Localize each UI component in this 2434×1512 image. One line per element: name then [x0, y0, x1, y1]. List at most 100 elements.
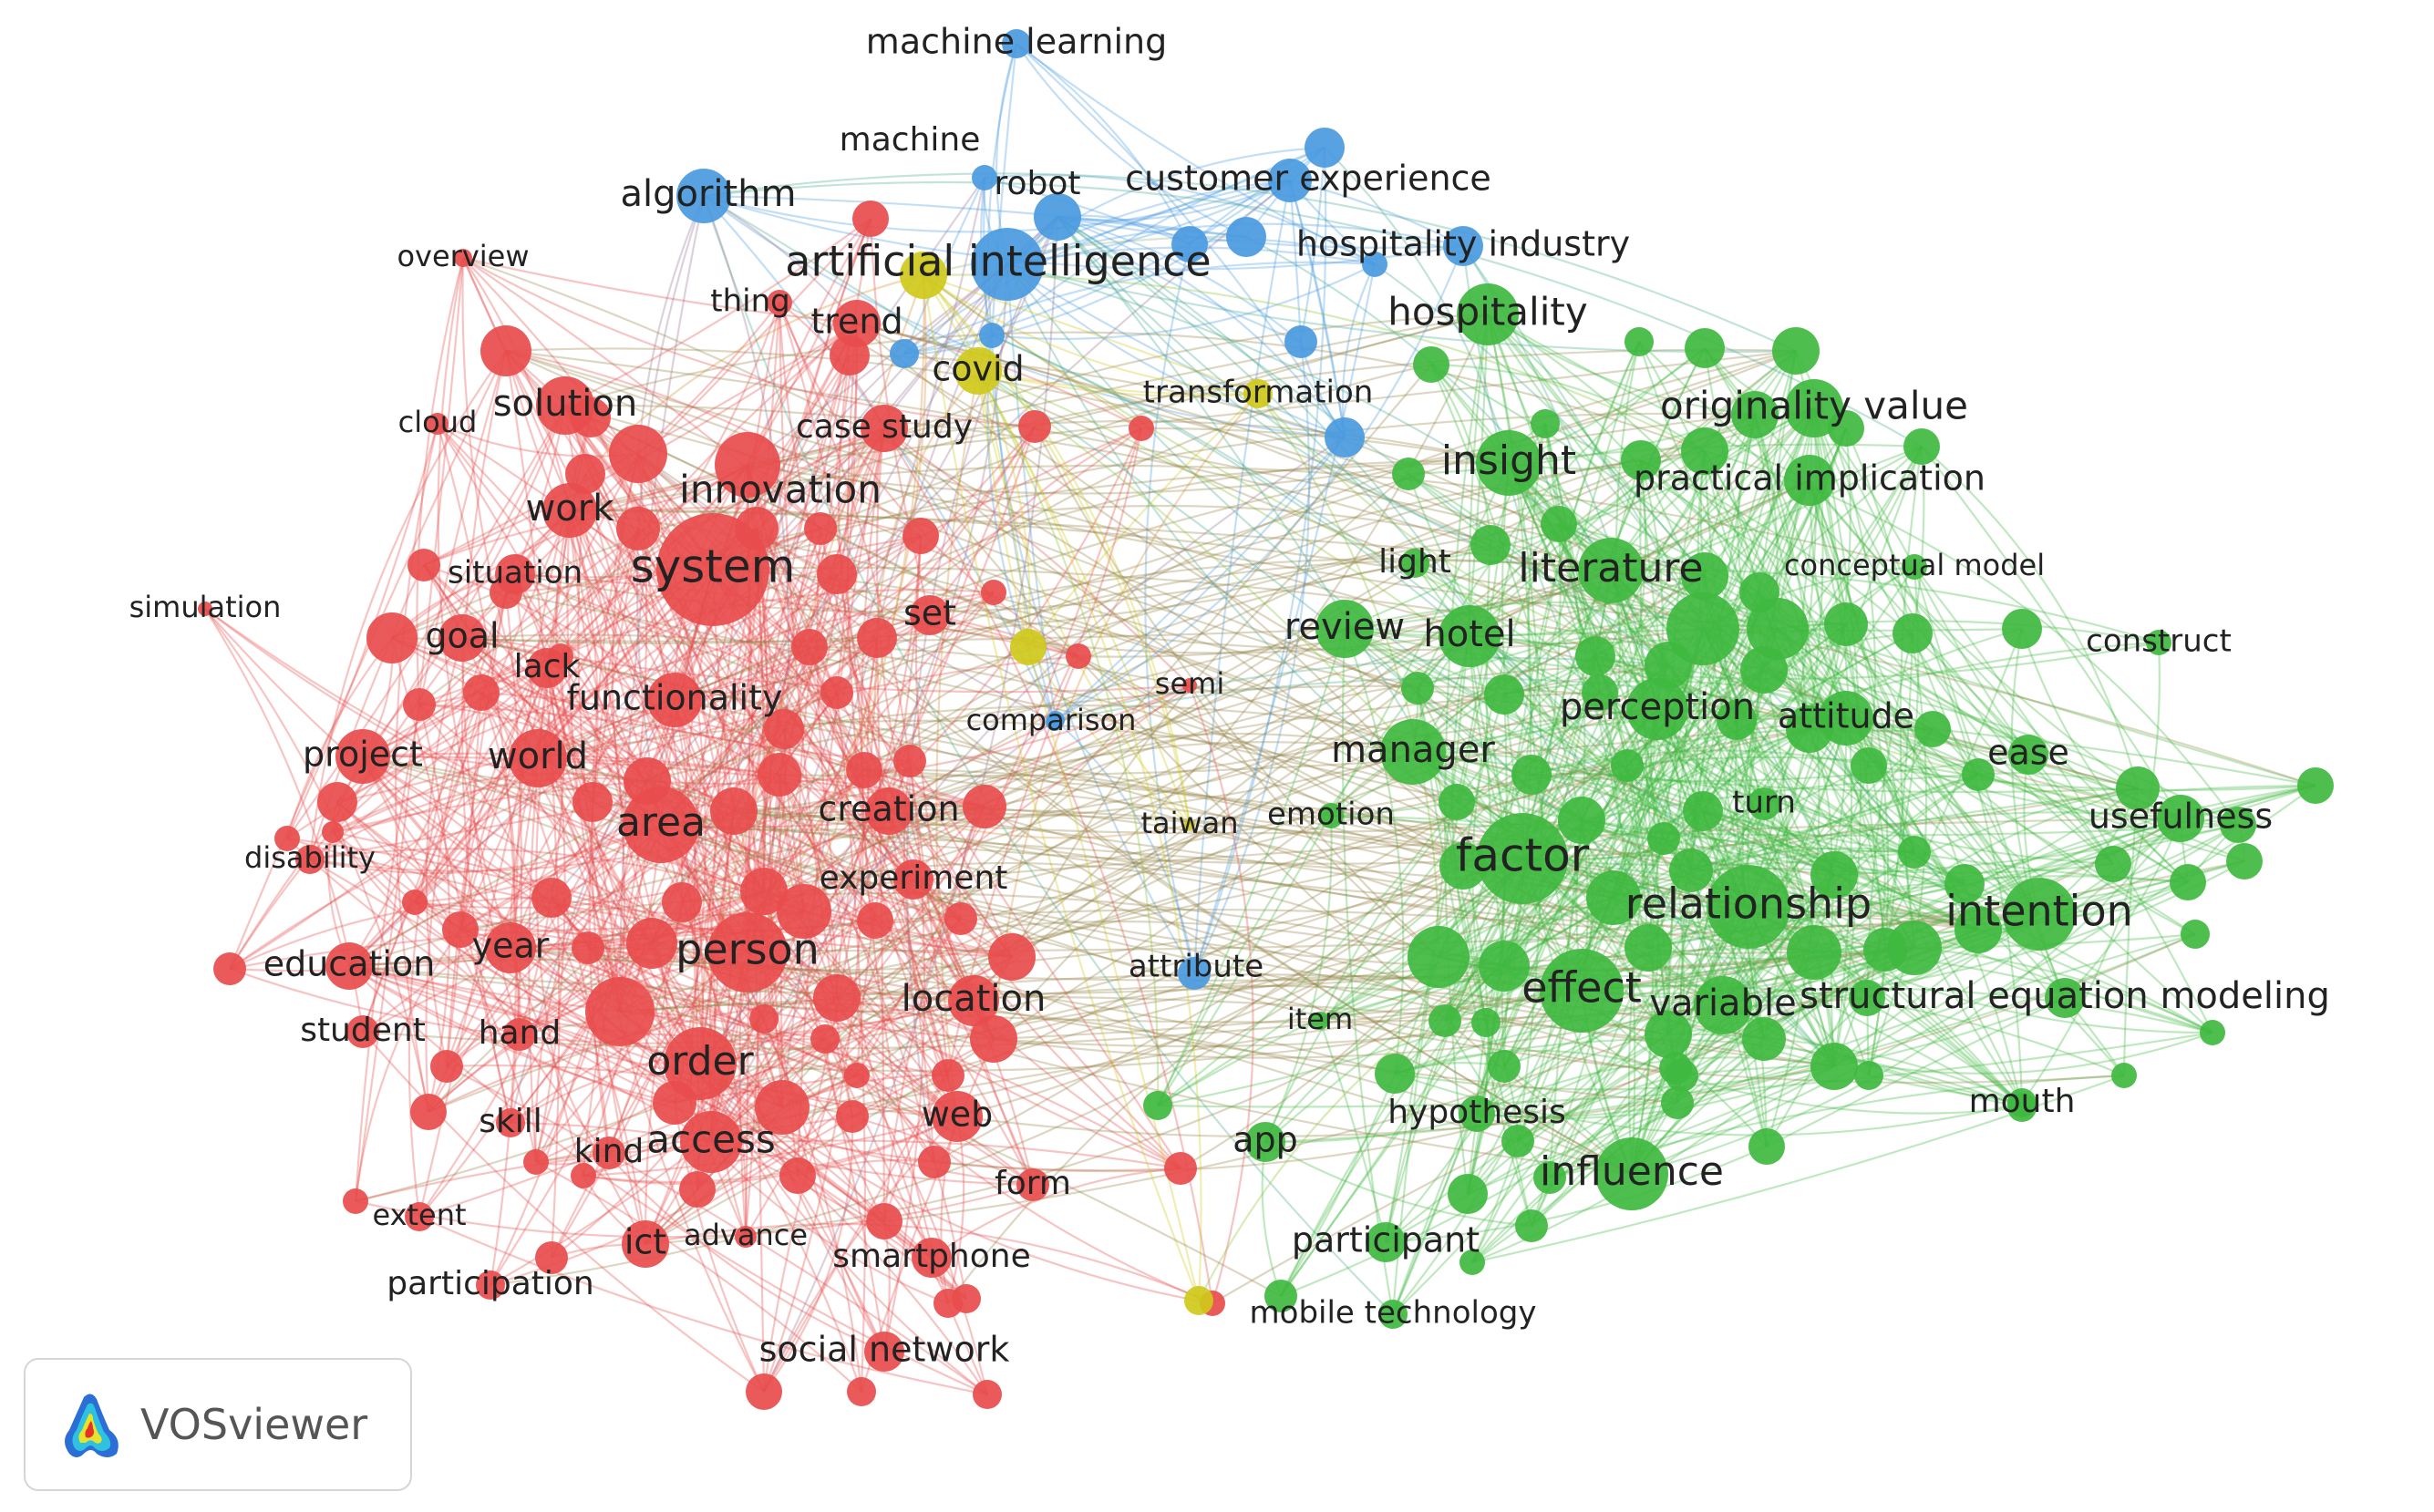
node-taiwan[interactable] — [1184, 819, 1195, 830]
node-semi[interactable] — [1182, 678, 1197, 693]
label-perception[interactable]: perception — [1560, 686, 1755, 728]
node-red-unlabeled[interactable] — [963, 785, 1006, 828]
node-green-unlabeled[interactable] — [2181, 920, 2210, 949]
node-green-unlabeled[interactable] — [1375, 1054, 1415, 1094]
node-red-unlabeled[interactable] — [653, 1081, 696, 1125]
node-red-unlabeled[interactable] — [535, 1241, 568, 1274]
node-blue-unlabeled[interactable] — [890, 339, 919, 368]
node-red-unlabeled[interactable] — [755, 1080, 810, 1135]
node-green-unlabeled[interactable] — [1647, 822, 1680, 855]
node-green-unlabeled[interactable] — [2200, 1020, 2225, 1045]
label-solution[interactable]: solution — [493, 383, 637, 425]
node-red-unlabeled[interactable] — [740, 868, 788, 915]
node-yellow-unlabeled[interactable] — [1010, 629, 1047, 665]
node-effect[interactable] — [1540, 949, 1624, 1033]
node-ease[interactable] — [2008, 735, 2048, 775]
node-green-unlabeled[interactable] — [1621, 440, 1661, 480]
node-green-unlabeled[interactable] — [1898, 836, 1931, 869]
node-green-unlabeled[interactable] — [2111, 1063, 2137, 1088]
node-access[interactable] — [680, 1111, 742, 1173]
label-order[interactable]: order — [646, 1038, 754, 1085]
node-functionality[interactable] — [647, 673, 702, 727]
label-simulation[interactable]: simulation — [129, 590, 282, 624]
node-emotion[interactable] — [1318, 803, 1344, 828]
node-green-unlabeled[interactable] — [1624, 924, 1672, 972]
node-blue-unlabeled[interactable] — [1171, 226, 1208, 262]
node-red-unlabeled[interactable] — [490, 576, 522, 609]
label-covid[interactable]: covid — [932, 349, 1024, 389]
node-covid[interactable] — [954, 347, 1002, 395]
node-green-unlabeled[interactable] — [1669, 849, 1713, 892]
node-green-unlabeled[interactable] — [1810, 1043, 1858, 1090]
node-red-unlabeled[interactable] — [442, 911, 479, 948]
node-red-unlabeled[interactable] — [981, 580, 1006, 605]
node-green-unlabeled[interactable] — [1954, 906, 2002, 953]
label-light[interactable]: light — [1378, 543, 1451, 581]
node-red-unlabeled[interactable] — [274, 826, 300, 851]
label-education[interactable]: education — [263, 944, 436, 984]
node-hospitality[interactable] — [1457, 283, 1519, 345]
label-insight[interactable]: insight — [1441, 437, 1576, 484]
label-usefulness[interactable]: usefulness — [2088, 797, 2273, 837]
node-green-unlabeled[interactable] — [1408, 926, 1470, 988]
label-lack[interactable]: lack — [514, 648, 581, 685]
node-red-unlabeled[interactable] — [609, 425, 667, 483]
node-green-unlabeled[interactable] — [2297, 767, 2334, 804]
node-artificial-intelligence[interactable] — [971, 228, 1044, 301]
node-insight[interactable] — [1476, 430, 1542, 496]
node-red-unlabeled[interactable] — [836, 1100, 869, 1133]
node-red-unlabeled[interactable] — [735, 507, 779, 550]
node-red-unlabeled[interactable] — [565, 454, 605, 494]
node-algorithm[interactable] — [676, 169, 731, 223]
node-red-unlabeled[interactable] — [846, 752, 882, 788]
label-factor[interactable]: factor — [1456, 829, 1590, 882]
node-red-unlabeled[interactable] — [918, 1146, 951, 1178]
node-green-unlabeled[interactable] — [1962, 758, 1995, 791]
node-form[interactable] — [1016, 1168, 1049, 1201]
node-green-unlabeled[interactable] — [1264, 1280, 1297, 1312]
node-conceptual-model[interactable] — [1902, 554, 1927, 580]
label-overview[interactable]: overview — [397, 239, 529, 273]
node-red-unlabeled[interactable] — [973, 1380, 1002, 1409]
label-goal[interactable]: goal — [425, 616, 499, 656]
node-factor[interactable] — [1477, 813, 1568, 904]
node-red-unlabeled[interactable] — [480, 325, 531, 376]
node-green-unlabeled[interactable] — [1645, 1011, 1692, 1058]
node-green-unlabeled[interactable] — [1484, 674, 1524, 715]
label-set[interactable]: set — [903, 593, 956, 633]
node-green-unlabeled[interactable] — [1471, 1008, 1501, 1037]
label-creation[interactable]: creation — [818, 789, 959, 829]
label-form[interactable]: form — [995, 1165, 1071, 1202]
node-green-unlabeled[interactable] — [1740, 646, 1788, 694]
node-red-unlabeled[interactable] — [548, 643, 573, 669]
label-location[interactable]: location — [902, 978, 1047, 1020]
label-originality-value[interactable]: originality value — [1660, 384, 1968, 428]
label-taiwan[interactable]: taiwan — [1140, 806, 1238, 840]
node-red-unlabeled[interactable] — [857, 618, 897, 658]
node-green-unlabeled[interactable] — [1531, 409, 1560, 438]
label-structural-equation-modeling[interactable]: structural equation modeling — [1800, 975, 2330, 1017]
node-red-unlabeled[interactable] — [679, 1171, 716, 1208]
label-person[interactable]: person — [676, 925, 820, 974]
node-manager[interactable] — [1380, 719, 1446, 785]
node-cloud[interactable] — [427, 413, 449, 435]
node-review[interactable] — [1315, 600, 1374, 658]
node-structural-equation-modeling[interactable] — [2045, 978, 2085, 1018]
label-student[interactable]: student — [300, 1012, 426, 1049]
node-green-unlabeled[interactable] — [1683, 791, 1723, 831]
node-red-unlabeled[interactable] — [430, 1050, 463, 1083]
node-red-unlabeled[interactable] — [402, 890, 428, 915]
node-green-unlabeled[interactable] — [1742, 1017, 1786, 1061]
label-construct[interactable]: construct — [2086, 623, 2232, 660]
node-red-unlabeled[interactable] — [893, 745, 926, 777]
node-red-unlabeled[interactable] — [1066, 643, 1091, 669]
node-green-unlabeled[interactable] — [1944, 864, 1985, 904]
node-blue-unlabeled[interactable] — [1362, 252, 1387, 277]
node-mobile-technology[interactable] — [1378, 1300, 1408, 1329]
label-app[interactable]: app — [1232, 1120, 1298, 1160]
node-green-unlabeled[interactable] — [1541, 506, 1577, 542]
label-skill[interactable]: skill — [479, 1103, 542, 1140]
node-red-unlabeled[interactable] — [764, 709, 804, 749]
node-green-unlabeled[interactable] — [1586, 870, 1641, 925]
node-green-unlabeled[interactable] — [1851, 747, 1887, 784]
